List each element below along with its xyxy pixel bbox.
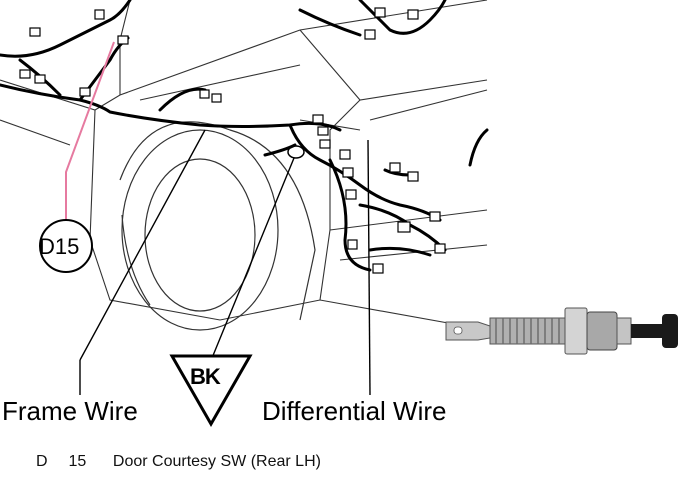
connector (374, 7, 386, 18)
wire-harness (0, 0, 489, 272)
connector (79, 87, 91, 97)
connector (117, 35, 129, 45)
connector (312, 114, 324, 124)
connector (345, 189, 357, 200)
connector (199, 89, 210, 99)
differential-wire-leader (367, 139, 371, 396)
bk-leader (211, 157, 295, 359)
switch-location-marker (287, 145, 305, 159)
connector (342, 167, 354, 178)
connector (407, 9, 419, 20)
legend-number: 15 (68, 453, 87, 470)
connector-id-label: D15 (39, 234, 80, 259)
leader-lines (79, 129, 371, 396)
connector (389, 162, 401, 173)
connector (339, 149, 351, 160)
connectors (19, 7, 446, 274)
rear-wheel (119, 121, 316, 331)
ground-triangle (169, 354, 253, 428)
connector (397, 221, 411, 233)
legend-description: Door Courtesy SW (Rear LH) (112, 453, 321, 470)
connector (34, 74, 46, 84)
connector (407, 171, 419, 182)
connector (347, 239, 358, 250)
frame-wire-label: Frame Wire (2, 396, 138, 426)
connector (364, 29, 376, 40)
connector (319, 139, 331, 149)
connector (317, 126, 329, 136)
connector (94, 9, 105, 20)
connector-legend: D 15 Door Courtesy SW (Rear LH) (36, 453, 321, 471)
connector (372, 263, 384, 274)
connector (434, 243, 446, 254)
door-courtesy-switch-image (445, 307, 678, 355)
d15-leader (65, 41, 115, 220)
connector (19, 69, 31, 79)
ground-code-label: BK (190, 364, 221, 389)
connector (29, 27, 41, 37)
connector (211, 93, 222, 103)
legend-letter: D (36, 453, 48, 470)
frame-wire-leader (79, 129, 206, 361)
connector (429, 211, 441, 222)
differential-wire-label: Differential Wire (262, 396, 447, 426)
connector-id-circle (39, 219, 93, 273)
vehicle-body-outline (0, 0, 488, 331)
